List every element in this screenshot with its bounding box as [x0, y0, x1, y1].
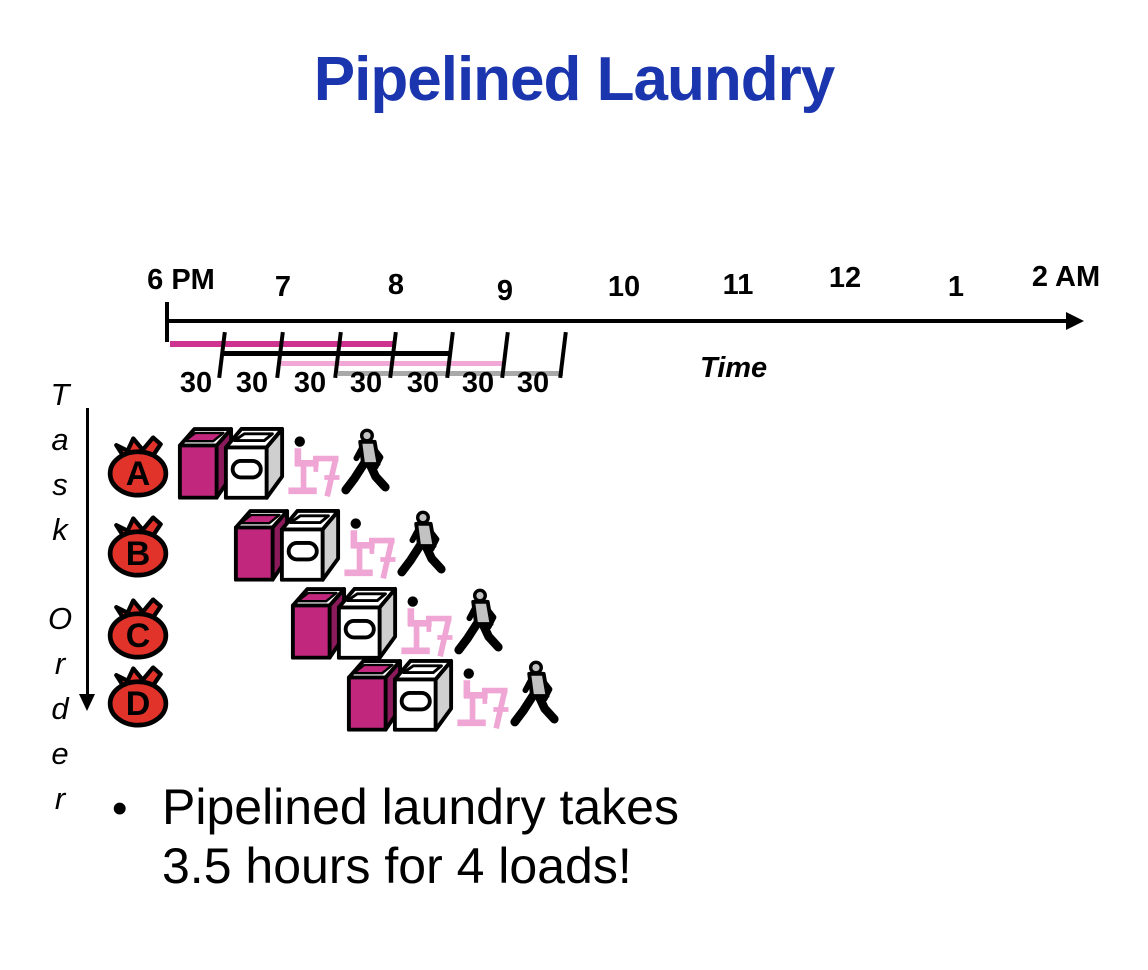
task-order-letter: a	[51, 422, 69, 457]
task-order-letter: T	[50, 377, 70, 412]
hour-label-12: 12	[828, 262, 862, 294]
bag-letter: A	[126, 455, 151, 493]
interval-label: 30	[179, 367, 213, 399]
walker-icon	[395, 510, 449, 582]
walker-icon	[339, 428, 393, 500]
hour-label-11: 11	[722, 269, 754, 301]
time-axis-label: Time	[700, 352, 768, 384]
put-away-stage-bar	[338, 371, 563, 376]
dryer-icon	[391, 652, 455, 732]
bullet-marker: •	[112, 784, 128, 833]
page-title: Pipelined Laundry	[313, 45, 835, 114]
bullet-text-line2: 3.5 hours for 4 loads!	[162, 838, 632, 894]
bullet-text: Pipelined laundry takes 3.5 hours for 4 …	[162, 778, 679, 896]
hour-label-2am: 2 AM	[1031, 261, 1101, 293]
interval-label: 30	[406, 367, 440, 399]
bag-letter: C	[126, 617, 151, 655]
bullet-text-line1: Pipelined laundry takes	[162, 779, 679, 835]
task-order-letter: r	[54, 646, 66, 681]
bag-letter: B	[126, 535, 151, 573]
dryer-icon	[335, 580, 399, 660]
hour-label-10: 10	[607, 271, 641, 303]
interval-label: 30	[293, 367, 327, 399]
bag-letter: D	[126, 685, 151, 723]
hour-label-9: 9	[496, 275, 514, 307]
interval-label: 30	[516, 367, 550, 399]
interval-label: 30	[235, 367, 269, 399]
laundry-bag-icon: A	[104, 430, 172, 498]
axis-start-tick	[165, 302, 169, 342]
hour-label-6pm: 6 PM	[147, 264, 215, 296]
laundry-bag-icon: B	[104, 510, 172, 578]
folder-icon	[284, 434, 342, 504]
folder-icon	[453, 666, 511, 736]
hour-label-7: 7	[274, 271, 292, 303]
interval-label: 30	[349, 367, 383, 399]
time-axis-arrowhead-icon	[1066, 312, 1084, 330]
dryer-icon	[278, 502, 342, 582]
task-order-letter: e	[51, 736, 69, 771]
walker-icon	[452, 588, 506, 660]
folder-icon	[340, 516, 398, 586]
task-order-letter: O	[47, 601, 73, 636]
time-axis-line	[167, 319, 1068, 323]
hour-label-8: 8	[387, 269, 405, 301]
task-order-arrowhead-icon	[79, 694, 95, 711]
laundry-bag-icon: D	[104, 660, 172, 728]
task-order-letter: r	[54, 781, 66, 816]
laundry-bag-icon: C	[104, 592, 172, 660]
task-order-letter: d	[51, 691, 69, 726]
task-order-arrow-line	[86, 408, 89, 696]
dryer-icon	[222, 420, 286, 500]
task-order-letter: s	[52, 467, 68, 502]
hour-label-1: 1	[947, 271, 965, 303]
task-order-letter: k	[52, 512, 68, 547]
walker-icon	[508, 660, 562, 732]
interval-label: 30	[461, 367, 495, 399]
interval-tick	[558, 331, 568, 379]
